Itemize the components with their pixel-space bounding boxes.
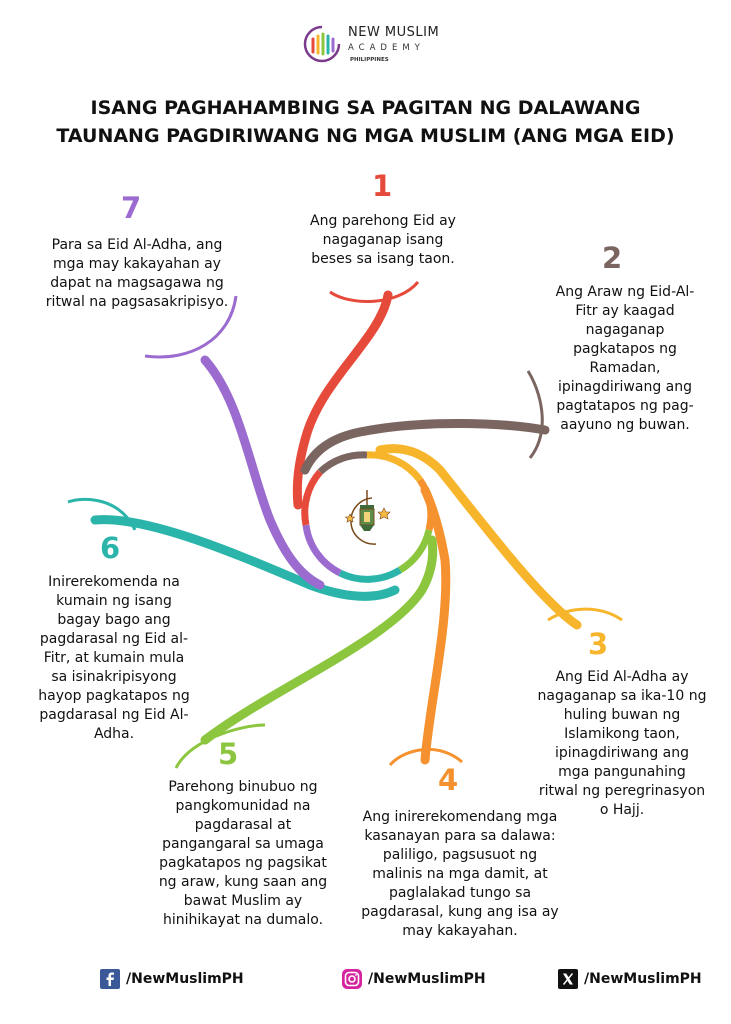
- title-line-1: ISANG PAGHAHAMBING SA PAGITAN NG DALAWAN…: [90, 97, 641, 119]
- arc-1: [329, 280, 420, 303]
- text-line: pagdarasal, kung ang isa ay: [361, 904, 559, 920]
- instagram-handle: /NewMuslimPH: [368, 971, 486, 987]
- text-line: ritwal na pagsasakripisyo.: [45, 294, 229, 310]
- x-icon: [558, 969, 578, 989]
- point-1-number: 1: [372, 169, 393, 203]
- logo-country: PHILIPPINES: [350, 57, 389, 63]
- text-line: kasanayan para sa dalawa:: [364, 828, 556, 844]
- people-logo-icon: [303, 25, 341, 63]
- text-line: aayuno ng buwan.: [560, 417, 690, 433]
- text-line: ipinagdiriwang ang: [557, 379, 692, 395]
- text-line: pagdarasal ng Eid Al-: [39, 707, 189, 723]
- point-4-text: Ang inirerekomendang mga kasanayan para …: [330, 808, 590, 941]
- arc-3: [547, 607, 623, 622]
- text-line: paliligo, pagsusuot ng: [382, 847, 538, 863]
- ribbon-3: [375, 444, 582, 630]
- instagram-icon: [342, 969, 362, 989]
- text-line: Ang parehong Eid ay: [310, 213, 456, 229]
- text-line: Fitr, at kumain mula: [43, 650, 185, 666]
- text-line: Ramadan,: [589, 360, 661, 376]
- instagram-link[interactable]: /NewMuslimPH: [342, 966, 486, 992]
- ribbon-2: [300, 419, 550, 475]
- text-line: malinis na mga damit, at: [372, 866, 548, 882]
- point-6-number: 6: [100, 531, 121, 565]
- facebook-icon: [100, 969, 120, 989]
- text-line: Parehong binubuo ng: [168, 779, 318, 795]
- text-line: bagay bago ang: [57, 612, 171, 628]
- point-5-text: Parehong binubuo ng pangkomunidad na pag…: [138, 778, 348, 930]
- text-line: ng araw, kung saan ang: [158, 874, 328, 890]
- text-line: Ang Eid Al-Adha ay: [555, 669, 689, 685]
- facebook-link[interactable]: /NewMuslimPH: [100, 966, 244, 992]
- text-line: may kakayahan.: [402, 923, 518, 939]
- point-1-text: Ang parehong Eid ay nagaganap isang bese…: [293, 212, 473, 269]
- text-line: mga pangunahing: [558, 764, 686, 780]
- text-line: hinihikayat na dumalo.: [162, 912, 324, 928]
- x-handle: /NewMuslimPH: [584, 971, 702, 987]
- text-line: Ang inirerekomendang mga: [362, 809, 558, 825]
- title-line-2: TAUNANG PAGDIRIWANG NG MGA MUSLIM (ANG M…: [56, 125, 675, 147]
- text-line: pangkomunidad na: [175, 798, 311, 814]
- text-line: mga may kakayahan ay: [53, 256, 221, 272]
- point-5-number: 5: [218, 737, 239, 771]
- arc-7: [144, 295, 238, 359]
- logo-name: NEW MUSLIM: [348, 25, 440, 40]
- text-line: bawat Muslim ay: [183, 893, 303, 909]
- point-3-text: Ang Eid Al-Adha ay nagaganap sa ika-10 n…: [515, 668, 729, 820]
- text-line: hayop pagkatapos ng: [38, 688, 190, 704]
- text-line: Islamikong taon,: [564, 726, 680, 742]
- arc-5: [174, 723, 266, 769]
- text-line: Inirerekomenda na: [48, 574, 180, 590]
- ribbon-1: [292, 290, 393, 510]
- text-line: dapat na magsagawa ng: [50, 275, 224, 291]
- arc-6: [67, 497, 137, 531]
- text-line: Ang Araw ng Eid-Al-: [555, 284, 695, 300]
- text-line: nagaganap sa ika-10 ng: [537, 688, 707, 704]
- ribbon-6: [90, 515, 400, 601]
- text-line: paglalakad tungo sa: [388, 885, 532, 901]
- point-4-number: 4: [438, 763, 459, 797]
- arc-2: [526, 370, 544, 459]
- point-3-number: 3: [588, 627, 609, 661]
- point-2-number: 2: [602, 241, 623, 275]
- text-line: pagdarasal ng Eid al-: [39, 631, 189, 647]
- point-7-text: Para sa Eid Al-Adha, ang mga may kakayah…: [30, 236, 244, 312]
- text-line: kumain ng isang: [56, 593, 172, 609]
- text-line: Adha.: [93, 726, 135, 742]
- logo-subtitle: ACADEMY: [348, 43, 425, 53]
- text-line: beses sa isang taon.: [311, 251, 455, 267]
- ribbon-5: [200, 535, 438, 745]
- text-line: nagaganap: [585, 322, 665, 338]
- text-line: o Hajj.: [599, 802, 645, 818]
- point-2-text: Ang Araw ng Eid-Al- Fitr ay kaagad nagag…: [535, 283, 715, 435]
- text-line: nagaganap isang: [322, 232, 444, 248]
- facebook-handle: /NewMuslimPH: [126, 971, 244, 987]
- text-line: Para sa Eid Al-Adha, ang: [51, 237, 223, 253]
- text-line: Fitr ay kaagad: [575, 303, 675, 319]
- text-line: ipinagdiriwang ang: [554, 745, 689, 761]
- center-ring: [301, 451, 435, 583]
- ribbon-7: [200, 355, 325, 590]
- text-line: pagkatapos ng: [573, 341, 677, 357]
- point-6-text: Inirerekomenda na kumain ng isang bagay …: [18, 573, 210, 744]
- text-line: huling buwan ng: [563, 707, 681, 723]
- arc-4: [388, 748, 464, 767]
- point-7-number: 7: [121, 191, 142, 225]
- text-line: pagdarasal at: [194, 817, 292, 833]
- page-title: ISANG PAGHAHAMBING SA PAGITAN NG DALAWAN…: [40, 94, 691, 150]
- text-line: ritwal ng peregrinasyon: [538, 783, 706, 799]
- text-line: pagkatapos ng pagsikat: [159, 855, 327, 871]
- x-link[interactable]: /NewMuslimPH: [558, 966, 702, 992]
- text-line: pangangaral sa umaga: [162, 836, 324, 852]
- crescent-moon-lantern-icon: [344, 490, 391, 545]
- text-line: pagtatapos ng pag-: [556, 398, 694, 414]
- text-line: sa isinakripisyong: [51, 669, 177, 685]
- academy-logo: NEW MUSLIM ACADEMY PHILIPPINES: [300, 22, 440, 68]
